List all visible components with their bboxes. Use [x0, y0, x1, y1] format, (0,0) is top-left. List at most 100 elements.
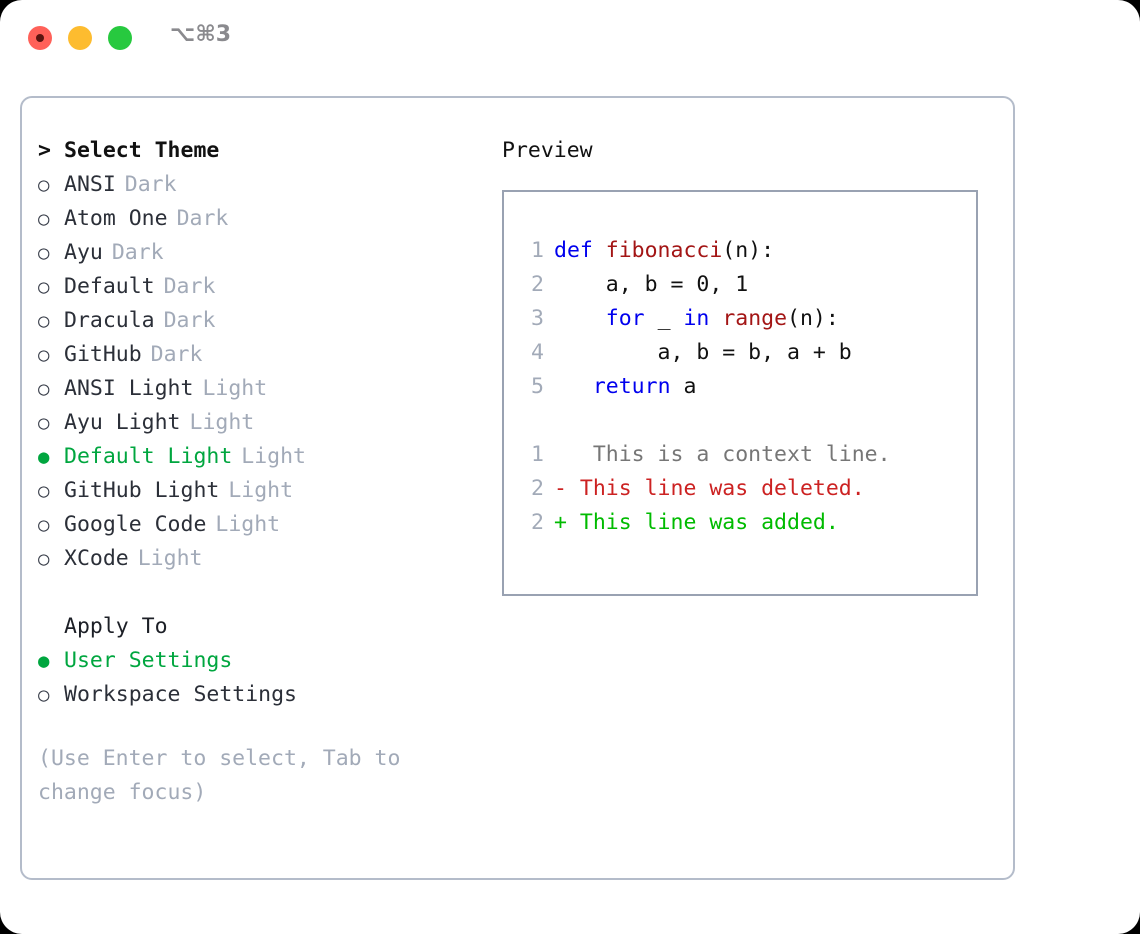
line-number: 5 — [531, 374, 544, 399]
radio-unselected-icon: ○ — [38, 276, 50, 298]
line-number: 4 — [531, 340, 544, 365]
apply-to-item[interactable]: ○ Workspace Settings — [38, 678, 488, 712]
code-line: 3 for _ in range(n): — [504, 302, 976, 336]
theme-variant-label: Light — [215, 512, 281, 537]
diff-sign: - — [554, 476, 567, 501]
theme-name-label: GitHub — [64, 342, 142, 367]
keyboard-shortcut-label: ⌥⌘3 — [170, 22, 232, 47]
radio-unselected-icon: ○ — [38, 378, 50, 400]
theme-list-item[interactable]: ○ GitHub Light Light — [38, 474, 488, 508]
diff-line-text: This line was deleted. — [566, 476, 865, 501]
title-bar: ⌥⌘3 — [0, 0, 1140, 78]
theme-name-label: Default Light — [64, 444, 233, 469]
radio-unselected-icon: ○ — [38, 208, 50, 230]
radio-unselected-icon: ○ — [38, 684, 50, 706]
radio-unselected-icon: ○ — [38, 242, 50, 264]
theme-variant-label: Dark — [124, 172, 177, 197]
code-token-kw: in — [683, 306, 710, 331]
theme-picker-header: > Select Theme — [38, 134, 488, 168]
line-number: 1 — [531, 442, 544, 467]
code-line: 1 def fibonacci(n): — [504, 234, 976, 268]
code-token-plain: (n): — [787, 306, 839, 331]
diff-sample: 1 This is a context line.2- This line wa… — [504, 438, 976, 540]
apply-to-item[interactable]: ●User Settings — [38, 644, 488, 678]
theme-list-item[interactable]: ○ GitHub Dark — [38, 338, 488, 372]
line-number: 3 — [531, 306, 544, 331]
code-line: 4 a, b = b, a + b — [504, 336, 976, 370]
theme-name-label: GitHub Light — [64, 478, 220, 503]
code-token-plain: a, b = b, a + b — [554, 340, 852, 365]
theme-list-item[interactable]: ○ Default Dark — [38, 270, 488, 304]
radio-unselected-icon: ○ — [38, 412, 50, 434]
diff-line: 2- This line was deleted. — [504, 472, 976, 506]
code-token-plain — [709, 306, 722, 331]
code-line-text: def fibonacci(n): — [554, 234, 774, 268]
theme-name-label: Default — [64, 274, 155, 299]
focus-caret-icon: > — [38, 138, 51, 163]
apply-to-label: User Settings — [64, 648, 233, 673]
theme-variant-label: Light — [241, 444, 307, 469]
theme-variant-label: Dark — [111, 240, 164, 265]
keyboard-hint-text: (Use Enter to select, Tab to change focu… — [38, 746, 401, 805]
diff-line: 2+ This line was added. — [504, 506, 976, 540]
radio-unselected-icon: ○ — [38, 480, 50, 502]
radio-unselected-icon: ○ — [38, 310, 50, 332]
code-line: 5 return a — [504, 370, 976, 404]
theme-name-label: Dracula — [64, 308, 155, 333]
theme-list-item[interactable]: ○ Google Code Light — [38, 508, 488, 542]
code-token-fn: range — [722, 306, 788, 331]
theme-list-item[interactable]: ○ Dracula Dark — [38, 304, 488, 338]
theme-variant-label: Dark — [163, 308, 216, 333]
radio-unselected-icon: ○ — [38, 344, 50, 366]
apply-to-label: Workspace Settings — [64, 682, 297, 707]
apply-to-header: ○ Apply To — [38, 610, 488, 644]
theme-variant-label: Light — [189, 410, 255, 435]
theme-list-item[interactable]: ○ Ayu Dark — [38, 236, 488, 270]
radio-unselected-icon: ○ — [38, 514, 50, 536]
theme-name-label: Ayu — [64, 240, 103, 265]
theme-name-label: Ayu Light — [64, 410, 181, 435]
code-token-kw: return — [592, 374, 671, 399]
line-number: 2 — [531, 272, 544, 297]
line-number: 1 — [531, 238, 544, 263]
code-line-text: for _ in range(n): — [554, 302, 839, 336]
diff-line-text: This line was added. — [566, 510, 839, 535]
minimize-window-button[interactable] — [68, 26, 92, 50]
code-token-kw: for — [605, 306, 645, 331]
code-token-plain: _ — [644, 306, 684, 331]
theme-name-label: XCode — [64, 546, 129, 571]
theme-variant-label: Light — [228, 478, 294, 503]
code-line-text: a, b = b, a + b — [554, 336, 852, 370]
diff-line-text: This is a context line. — [566, 442, 891, 467]
spacer-marker: ○ — [38, 610, 64, 644]
maximize-window-button[interactable] — [108, 26, 132, 50]
theme-name-label: Google Code — [64, 512, 207, 537]
code-token-fn: fibonacci — [605, 238, 723, 263]
diff-line: 1 This is a context line. — [504, 438, 976, 472]
code-line: 2 a, b = 0, 1 — [504, 268, 976, 302]
radio-unselected-icon: ○ — [38, 174, 50, 196]
theme-variant-label: Dark — [163, 274, 216, 299]
theme-list-item[interactable]: ○ Ayu Light Light — [38, 406, 488, 440]
code-token-kw: def — [554, 238, 606, 263]
theme-variant-label: Dark — [150, 342, 203, 367]
code-token-plain: a — [670, 374, 697, 399]
theme-variant-label: Light — [137, 546, 203, 571]
apply-to-title: Apply To — [64, 614, 168, 639]
theme-variant-label: Light — [202, 376, 268, 401]
theme-name-label: Atom One — [64, 206, 168, 231]
code-token-plain — [554, 374, 593, 399]
code-token-plain: a, b = 0, 1 — [554, 272, 749, 297]
